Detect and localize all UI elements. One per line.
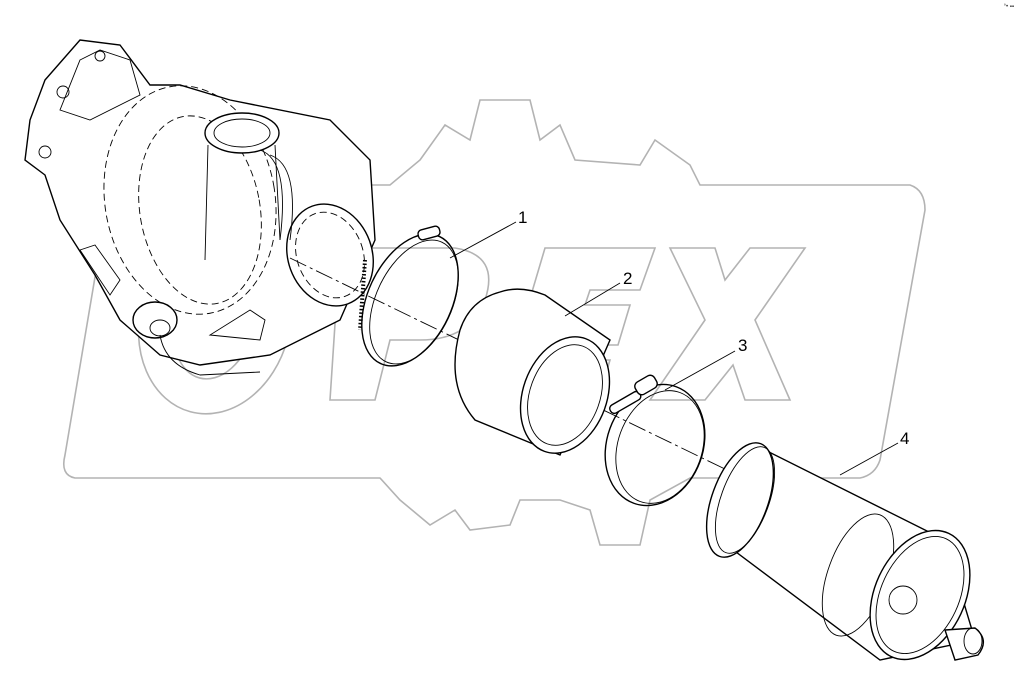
part-1-hose-clamp <box>358 225 459 367</box>
callout-4: 4 <box>900 429 910 448</box>
turbocharger <box>24 39 376 376</box>
leader-lines <box>449 221 899 476</box>
part-4-filter-housing <box>705 442 984 661</box>
part-3-t-bolt-clamp <box>604 374 706 507</box>
callout-3: 3 <box>738 336 748 355</box>
part-2-hose-sleeve <box>454 288 611 456</box>
callout-1: 1 <box>518 208 528 227</box>
corner-logo-mark: °• ▪▪ <box>1003 4 1014 10</box>
callout-2: 2 <box>623 269 633 288</box>
